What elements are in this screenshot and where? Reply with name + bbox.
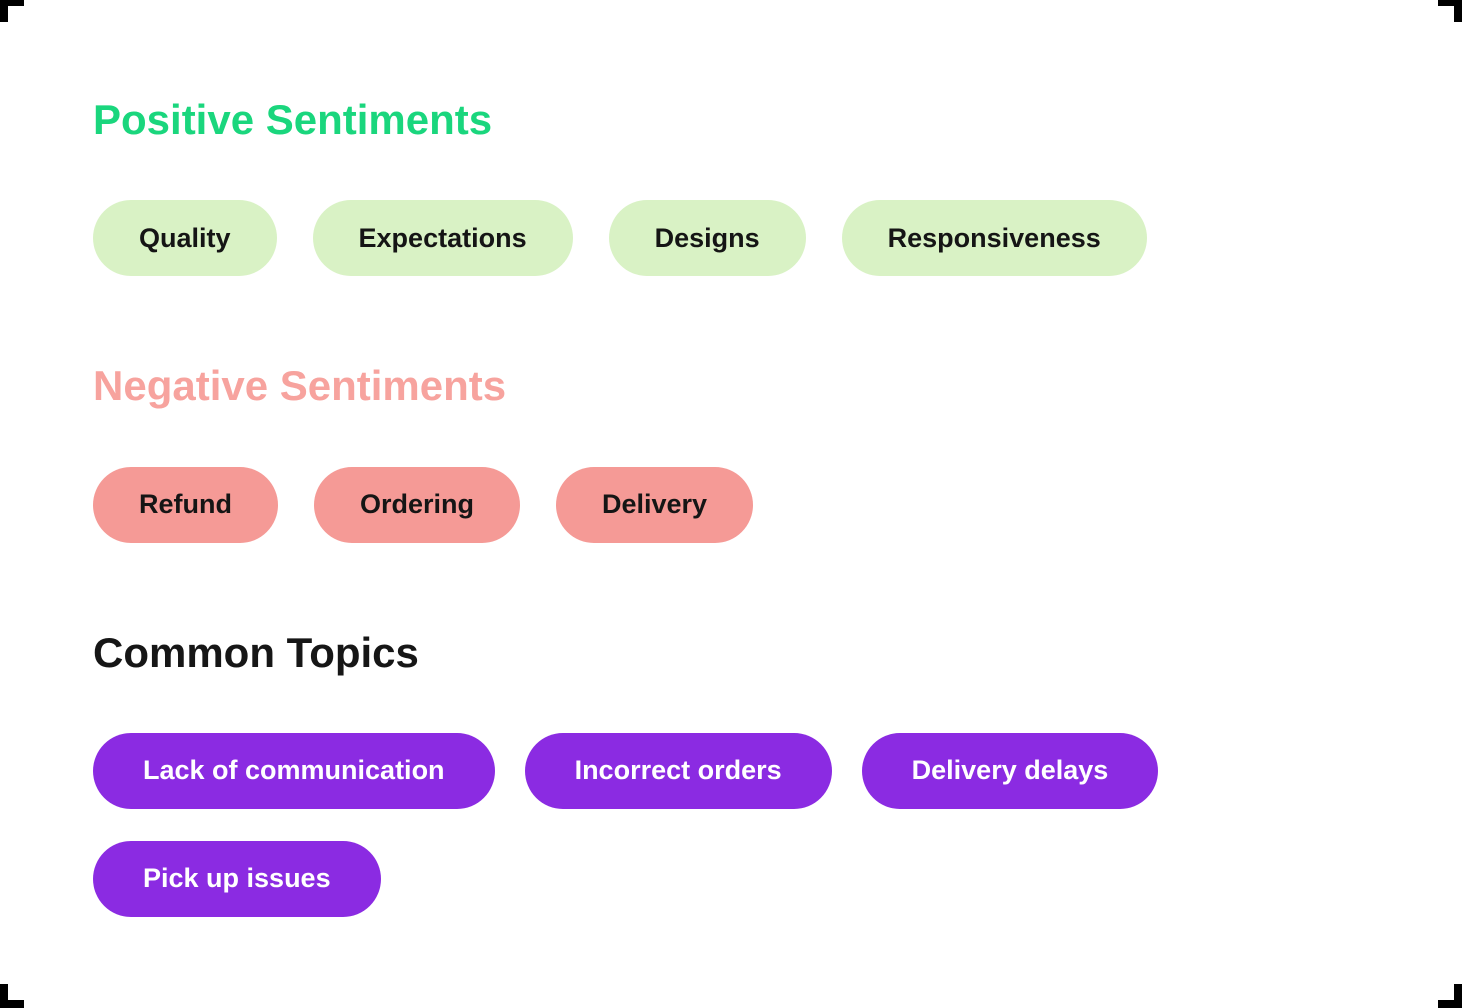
- tag-pill-pick-up-issues[interactable]: Pick up issues: [93, 840, 381, 917]
- section-title-positive-sentiments: Positive Sentiments: [93, 96, 493, 143]
- tag-pill-ordering[interactable]: Ordering: [313, 466, 520, 543]
- tag-pill-responsiveness[interactable]: Responsiveness: [841, 200, 1147, 277]
- crop-corner-bottom-right-icon: [1438, 984, 1462, 1008]
- tag-pill-quality[interactable]: Quality: [93, 200, 277, 277]
- section-common-topics: Common Topics Lack of communication Incor…: [93, 629, 1333, 917]
- crop-corner-top-left-icon: [0, 0, 24, 22]
- tag-pill-delivery[interactable]: Delivery: [556, 466, 754, 543]
- tag-list-positive-sentiments: Quality Expectations Designs Responsiveness: [93, 200, 1233, 277]
- crop-corner-top-right-icon: [1438, 0, 1462, 22]
- tag-pill-expectations[interactable]: Expectations: [312, 200, 573, 277]
- tag-pill-incorrect-orders[interactable]: Incorrect orders: [524, 732, 832, 809]
- tag-list-common-topics: Lack of communication Incorrect orders Del…: [93, 732, 1233, 917]
- section-title-common-topics: Common Topics: [93, 628, 419, 676]
- tag-pill-delivery-delays[interactable]: Delivery delays: [861, 732, 1159, 809]
- tag-list-negative-sentiments: Refund Ordering Delivery: [93, 466, 1233, 543]
- section-positive-sentiments: Positive Sentiments Quality Expectations D…: [93, 96, 1333, 277]
- crop-corner-bottom-left-icon: [0, 984, 24, 1008]
- section-negative-sentiments: Negative Sentiments Refund Ordering Delive…: [93, 362, 1333, 543]
- section-title-negative-sentiments: Negative Sentiments: [93, 362, 507, 410]
- tag-pill-lack-of-communication[interactable]: Lack of communication: [93, 732, 495, 809]
- tag-pill-refund[interactable]: Refund: [93, 466, 278, 543]
- tag-pill-designs[interactable]: Designs: [608, 200, 806, 277]
